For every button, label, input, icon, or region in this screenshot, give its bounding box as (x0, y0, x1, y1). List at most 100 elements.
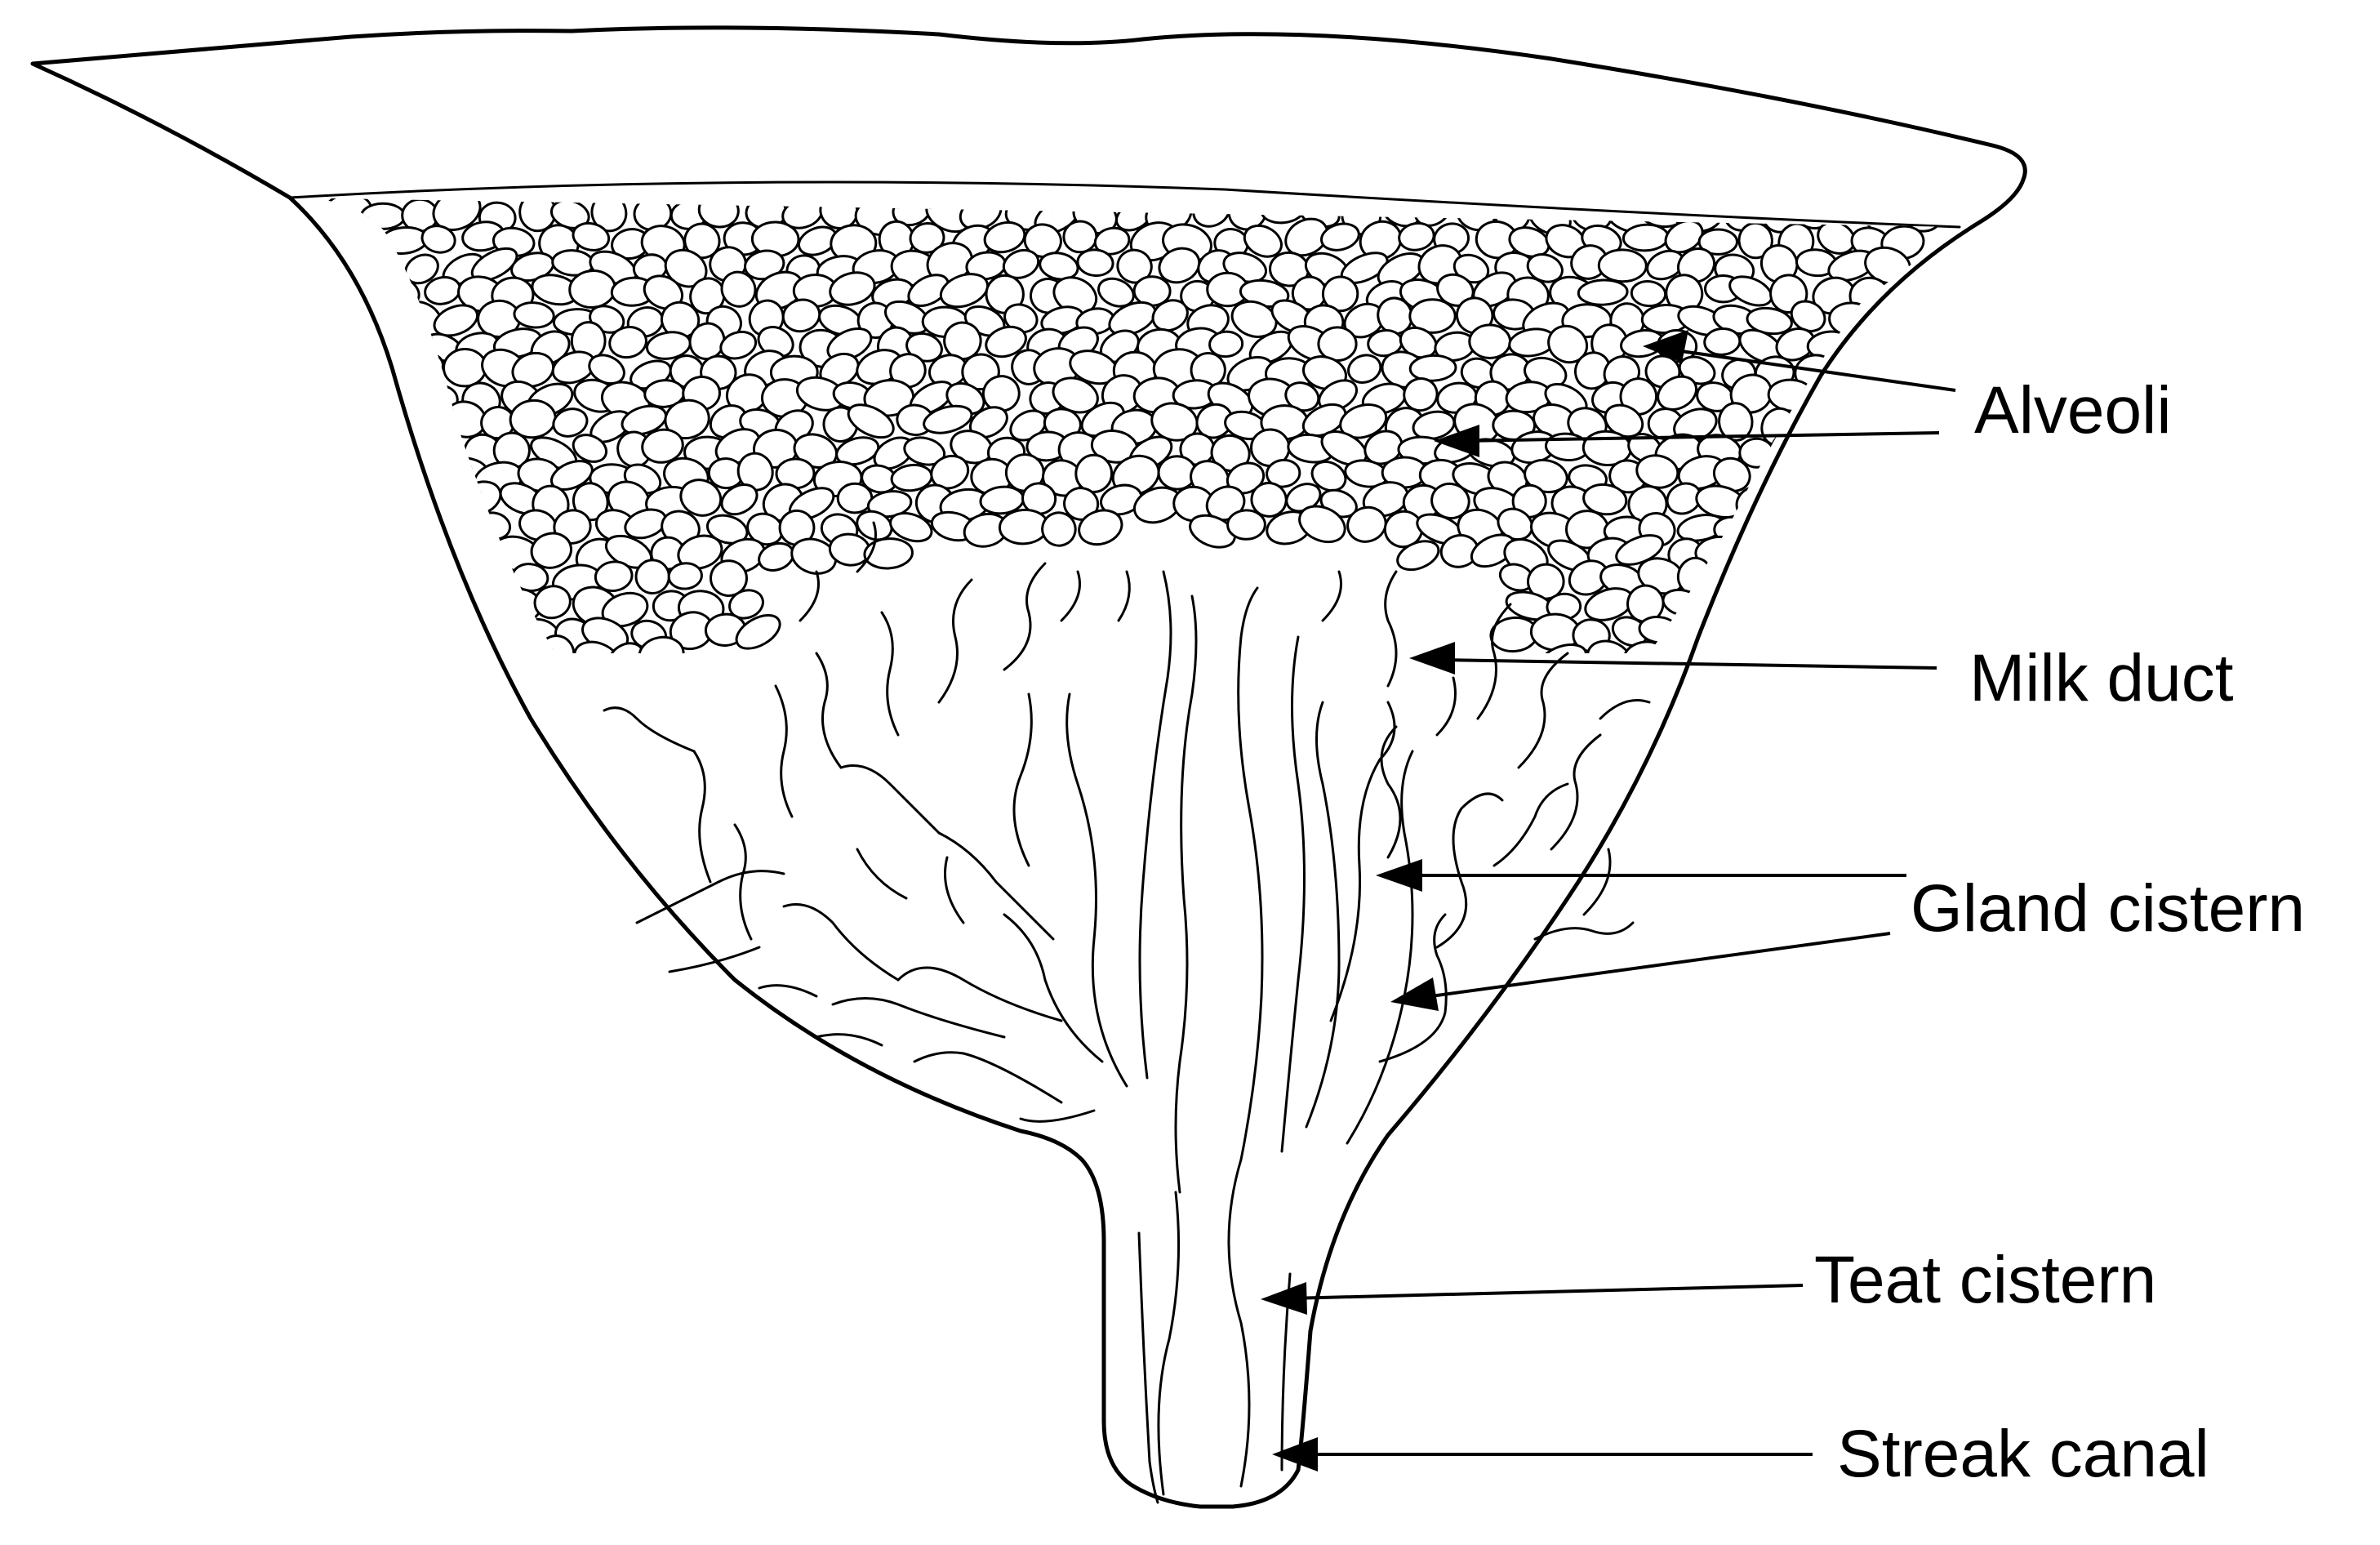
alveolus (677, 534, 723, 570)
labels: Alveoli Milk duct Gland cistern Teat cis… (1814, 373, 2305, 1491)
alveolus (889, 353, 927, 389)
alveolus (634, 559, 670, 594)
alveolus (1230, 300, 1278, 338)
label-leaders (1261, 330, 1956, 1472)
alveolus (1455, 296, 1494, 335)
alveolus (1243, 224, 1283, 258)
alveolus (1347, 354, 1382, 384)
alveolus (1676, 612, 1720, 647)
alveolus (423, 385, 459, 416)
alveolus (513, 301, 555, 329)
alveolus (981, 375, 1021, 412)
alveolus (664, 398, 710, 440)
milk-duct-leader (1438, 658, 1937, 670)
alveolus (1226, 509, 1266, 541)
alveolus (367, 301, 409, 340)
alveolus (1039, 252, 1079, 281)
alveolus (1697, 228, 1739, 256)
alveolus (1582, 483, 1628, 516)
alveoli-leader-2 (1461, 431, 1940, 443)
alveolus (660, 665, 707, 701)
gland-cistern-arrow-1-icon (1376, 859, 1422, 892)
alveolus (720, 270, 757, 308)
alveolus (903, 436, 946, 466)
alveolus (1321, 275, 1359, 313)
alveolus (1845, 326, 1887, 361)
alveolus (1586, 639, 1632, 654)
alveolus (847, 403, 895, 439)
alveolus (546, 658, 603, 709)
alveolus (790, 537, 838, 575)
alveolus (1023, 223, 1062, 258)
alveolus (1622, 223, 1670, 252)
alveolus (1511, 483, 1547, 519)
alveolus (1346, 505, 1387, 543)
alveolus (1298, 505, 1346, 544)
alveolus (1310, 461, 1347, 492)
alveolus (923, 404, 973, 434)
alveolus (572, 221, 611, 252)
alveolus (1195, 403, 1234, 439)
alveolus (1002, 248, 1040, 279)
milk-duct-network (603, 521, 1651, 1504)
alveoli-cluster (291, 197, 1943, 711)
alveolus (1151, 299, 1189, 332)
alveolus (363, 252, 403, 288)
alveolus (1062, 220, 1098, 254)
alveolus (1527, 563, 1565, 600)
alveolus (608, 326, 647, 359)
alveolus (835, 436, 880, 466)
alveolus (1597, 661, 1650, 705)
label-streak-canal: Streak canal (1837, 1417, 2209, 1491)
alveolus (1158, 247, 1201, 284)
gland-cistern-arrow-2-icon (1390, 977, 1439, 1011)
alveolus (1078, 509, 1123, 546)
alveolus (1567, 664, 1613, 706)
alveolus (1408, 354, 1457, 382)
alveolus (1577, 278, 1629, 306)
alveolus (1260, 197, 1306, 225)
alveolus (584, 665, 634, 711)
alveolus (594, 560, 634, 593)
alveolus (641, 428, 684, 464)
milk-duct-arrow-icon (1409, 642, 1455, 675)
alveolus (1208, 330, 1244, 358)
alveolus (1408, 298, 1457, 334)
alveolus (720, 483, 758, 516)
alveolus (349, 224, 385, 253)
alveoli-arrow-1-icon (1643, 330, 1688, 363)
alveolus (638, 635, 685, 654)
alveolus (1320, 222, 1360, 252)
alveolus (1673, 407, 1718, 443)
alveolus (572, 482, 609, 522)
teat-cistern-arrow-icon (1261, 1282, 1307, 1315)
alveolus (1597, 248, 1648, 283)
alveolus (420, 225, 456, 254)
alveolus (1713, 564, 1753, 600)
alveolus (1318, 379, 1359, 412)
alveolus (1266, 458, 1301, 488)
alveolus (1739, 534, 1781, 569)
alveolus (590, 197, 628, 233)
alveolus (983, 220, 1026, 254)
alveolus (1063, 487, 1100, 521)
alveolus (689, 277, 726, 315)
alveolus (601, 591, 649, 628)
alveolus (1539, 643, 1587, 654)
alveolus (710, 559, 748, 598)
alveolus (1097, 277, 1135, 308)
alveolus (359, 202, 407, 230)
alveolus (1403, 377, 1439, 412)
label-gland-cistern: Gland cistern (1911, 871, 2305, 946)
alveolus (572, 434, 608, 463)
alveolus (1339, 403, 1388, 439)
alveolus (1284, 217, 1329, 257)
alveolus (1718, 402, 1754, 442)
alveolus (866, 490, 913, 519)
alveolus (728, 589, 764, 620)
alveolus (939, 273, 990, 309)
alveolus (643, 274, 684, 310)
alveolus (1630, 280, 1667, 308)
alveolus (836, 482, 874, 514)
